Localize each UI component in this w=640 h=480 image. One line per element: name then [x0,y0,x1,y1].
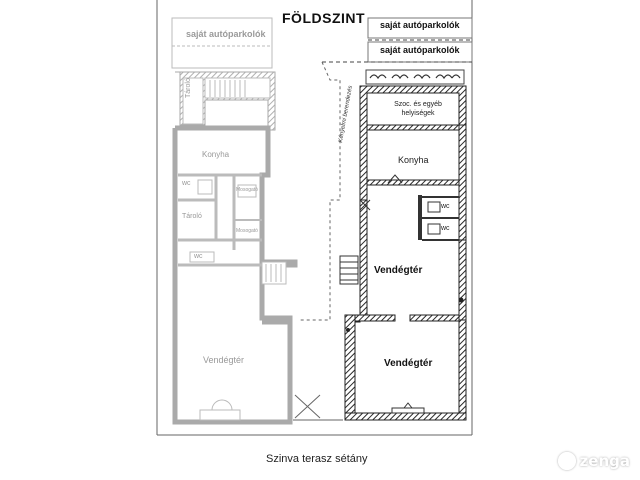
parking-label-left: saját autóparkolók [186,29,266,39]
zenga-brand-text: zenga [579,452,630,470]
plan-title: FÖLDSZINT [282,10,366,26]
left-dining-label: Vendégtér [203,355,245,365]
parking-box-left [171,17,273,69]
zenga-logo-icon [557,452,576,470]
left-small-room-1-label: Mosogató [236,187,258,193]
entrance-doors [294,394,321,419]
parking-label-right-1: saját autóparkolók [380,20,460,30]
right-wc-2-label: wc [441,225,450,232]
left-unit [172,71,298,425]
right-wc-1-label: wc [441,203,450,210]
left-wc-1-label: wc [182,180,191,187]
right-unit [339,85,467,421]
parking-box-right-1 [367,17,473,39]
parking-label-right-2: saját autóparkolók [380,45,460,55]
property-boundary [300,61,341,321]
left-small-room-2-label: Mosogató [236,228,258,234]
left-wc-2-label: wc [194,253,203,260]
left-storage-mid-label: Tároló [182,213,202,220]
zenga-watermark: zenga [557,452,630,470]
right-dining-1-label: Vendégtér [374,265,423,276]
left-storage-top-label: Tároló [185,78,192,98]
left-kitchen-label: Konyha [202,150,230,159]
right-dining-2-label: Vendégtér [384,358,433,369]
right-kitchen-label: Konyha [398,155,429,165]
hedge-plants [369,74,461,80]
right-social-rooms-label: Szoc. és egyéb helyiségek [394,101,442,117]
street-label: Szinva terasz sétány [266,453,368,465]
